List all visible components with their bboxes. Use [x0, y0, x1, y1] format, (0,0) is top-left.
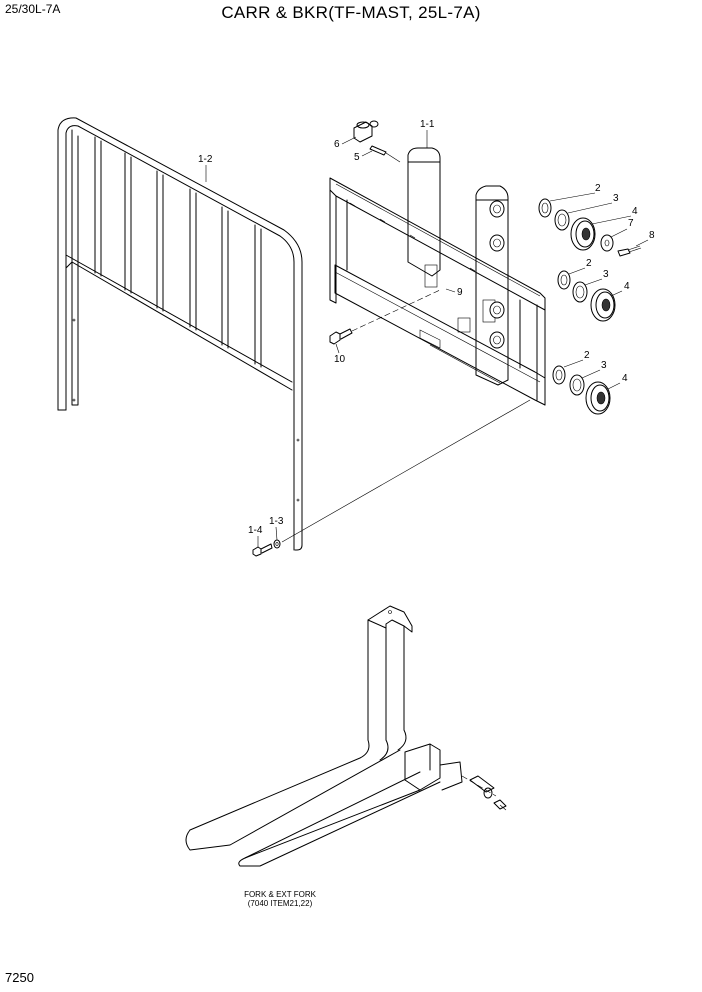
callout-4-middle: 4	[624, 281, 630, 292]
callout-9: 9	[457, 287, 463, 298]
callout-10: 10	[334, 354, 346, 365]
shim-washer	[538, 198, 552, 218]
callout-1-4: 1-4	[248, 525, 263, 536]
extension-fork-sleeve	[404, 743, 441, 791]
extension-pin-bolt	[493, 799, 507, 810]
fork-assembly	[185, 605, 507, 867]
page-title: CARR & BKR(TF-MAST, 25L-7A)	[221, 3, 481, 22]
callout-7: 7	[628, 218, 634, 229]
bolt-1-4	[252, 546, 262, 557]
callout-3-lower: 3	[601, 360, 607, 371]
callout-1-2: 1-2	[198, 154, 213, 165]
callout-4-lower: 4	[622, 373, 628, 384]
callout-8: 8	[649, 230, 655, 241]
callout-5: 5	[354, 152, 360, 163]
callout-1-1: 1-1	[420, 119, 435, 130]
roller-set-lower	[552, 365, 611, 415]
roller-set-middle	[557, 270, 616, 322]
roller-bolt	[617, 248, 631, 257]
backrest-bars	[94, 136, 262, 368]
callout-3-middle: 3	[603, 269, 609, 280]
callout-1-3: 1-3	[269, 516, 284, 527]
callouts: 1-1 1-2 1-3 1-4 6 5 2 3 4 7 8 2 3 4 2 3 …	[198, 119, 655, 547]
roller-set-upper	[538, 198, 642, 257]
callout-4-upper: 4	[632, 206, 638, 217]
fasteners-1-3-1-4	[252, 399, 531, 557]
retaining-washer	[600, 234, 614, 252]
washer-1-3	[273, 539, 281, 549]
roller-shafts	[489, 200, 505, 349]
callout-2-lower: 2	[584, 350, 590, 361]
carriage	[329, 177, 546, 406]
pin	[369, 145, 387, 156]
load-roller	[570, 217, 596, 251]
page-number: 7250	[5, 970, 34, 985]
bolt-10	[329, 289, 441, 345]
side-plates	[407, 147, 509, 386]
stopper-and-pin	[353, 120, 401, 163]
fork-caption-line1: FORK & EXT FORK	[244, 890, 316, 899]
callout-2-upper: 2	[595, 183, 601, 194]
load-backrest	[57, 117, 303, 551]
fork-caption: FORK & EXT FORK (7040 ITEM21,22)	[200, 890, 360, 908]
model-code: 25/30L-7A	[5, 2, 61, 16]
callout-2-middle: 2	[586, 258, 592, 269]
callout-3-upper: 3	[613, 193, 619, 204]
spacer	[554, 209, 570, 231]
fork-caption-line2: (7040 ITEM21,22)	[247, 899, 313, 908]
callout-6: 6	[334, 139, 340, 150]
